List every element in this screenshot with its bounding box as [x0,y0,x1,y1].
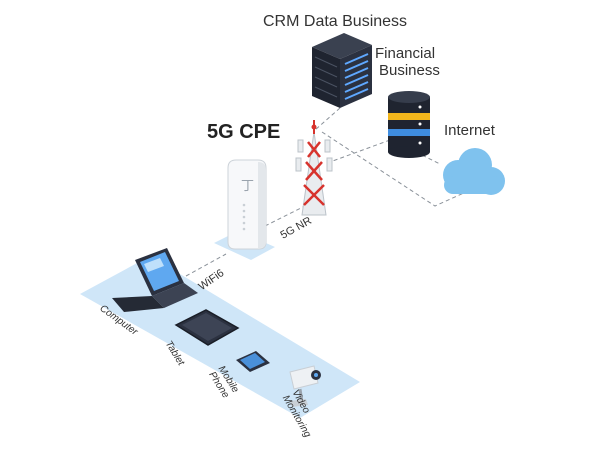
crm-label: CRM Data Business [263,13,408,30]
link-crm-tower [314,107,341,131]
link-tower-cloud [321,131,467,207]
camera-icon [289,365,321,407]
link-financial-cloud [415,151,441,165]
cloud-icon [443,148,505,195]
financial-label-line1: Financial [375,45,436,62]
router-icon: 丁 [227,159,267,250]
laptop-icon [112,248,198,312]
financial-label-line2: Business [379,62,440,79]
tablet-icon [174,309,240,346]
server-rack-icon [312,33,372,108]
link-financial-tower [329,139,391,163]
link-cpe-tower [264,205,306,227]
internet-label: Internet [444,122,495,139]
database-icon [388,91,430,158]
dashed-links [185,107,467,277]
link-laptop-cpe [185,253,227,277]
cell-tower-icon [295,120,333,216]
svg-text:丁: 丁 [241,179,254,194]
phone-icon [236,351,270,372]
cpe-label: 5G CPE [207,121,281,143]
